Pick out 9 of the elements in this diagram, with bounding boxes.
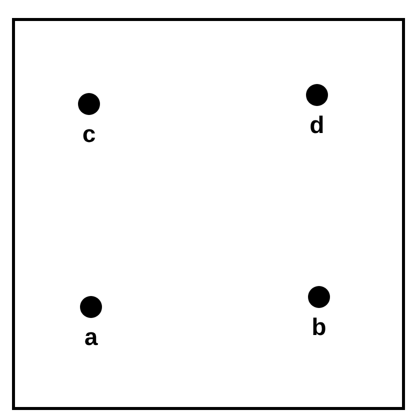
dot-marker xyxy=(80,296,102,318)
frame-box xyxy=(12,18,405,410)
point-label: b xyxy=(312,316,326,340)
point-label: a xyxy=(84,326,98,350)
dot-marker xyxy=(308,286,330,308)
dot-marker xyxy=(306,84,328,106)
point-label: c xyxy=(82,123,96,147)
dot-marker xyxy=(78,93,100,115)
point-label: d xyxy=(310,114,324,138)
